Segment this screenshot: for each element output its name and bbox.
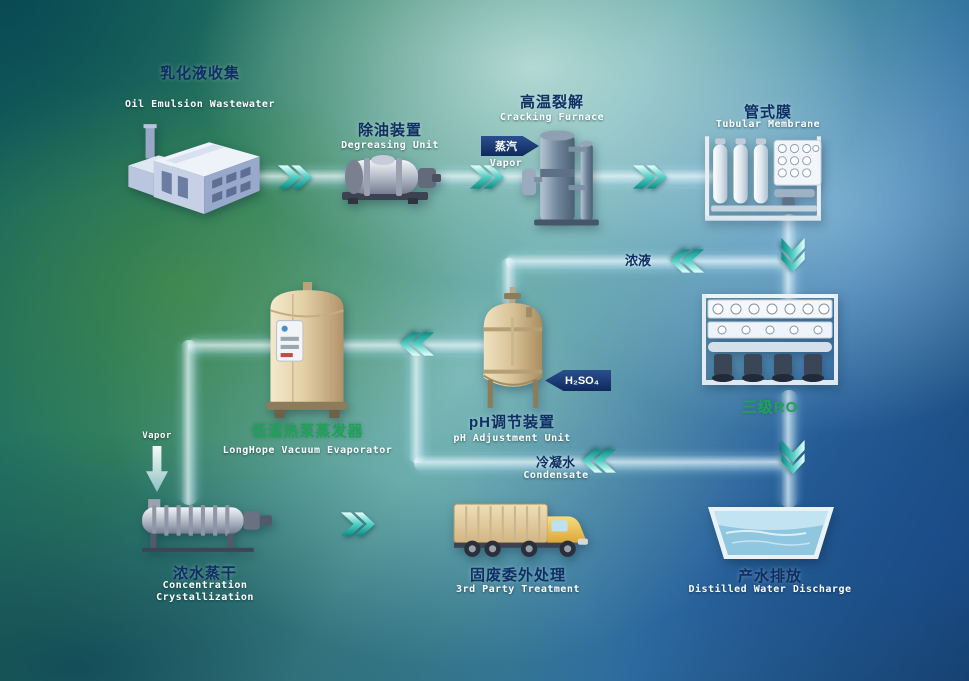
steam-label-zh: 蒸汽 [495,141,517,153]
chevron-left-icon [400,331,434,357]
furnace-label-en: Cracking Furnace [499,112,605,123]
membrane-label-zh: 管式膜 [743,104,792,121]
pipe-to-crystallizer [180,340,198,505]
crystallizer-label-zh: 浓水蒸干 [172,565,237,582]
evaporator-vapor-label-en: Vapor [142,431,172,441]
discharge-pool-illustration [705,505,837,563]
evaporator-label-en: LongHope Vacuum Evaporator [222,445,393,456]
truck-illustration [450,498,592,561]
steam-label-en: Vapor [489,158,523,169]
degreasing-label-en: Degreasing Unit [341,140,439,151]
chevron-right-icon [633,164,667,190]
condensate-label-zh: 冷凝水 [535,455,575,470]
vapor-down-arrow-icon [146,446,168,492]
steam-arrow-tag: 蒸汽 [481,136,539,156]
evaporator-illustration [262,282,352,419]
chevron-left-icon [670,248,704,274]
chevron-right-icon [278,164,312,190]
pipe-condensate-drop [408,345,426,463]
truck-label-en: 3rd Party Treatment [456,584,580,595]
ph-reactor-illustration [477,287,549,413]
pipe-concentrate [506,253,790,271]
ph-unit-label-en: pH Adjustment Unit [453,433,571,444]
tubular-membrane-illustration [703,130,825,227]
condensate-label-en: Condensate [523,470,589,481]
ro-skid-illustration [700,292,840,392]
ro-label-zh: 三级RO [741,399,799,416]
evaporator-label-zh: 低温热泵蒸发器 [251,423,364,440]
factory-building-illustration [123,110,265,216]
chevron-down-icon [780,238,806,272]
pool-label-zh: 产水排放 [737,568,802,585]
pipe-evaporator-left [188,337,273,355]
chevron-left-icon [582,448,616,474]
cracking-furnace-illustration [518,124,614,228]
truck-label-zh: 固废委外处理 [469,567,566,584]
pool-label-en: Distilled Water Discharge [688,584,852,595]
degreasing-label-zh: 除油装置 [357,122,422,139]
crystallizer-label-en-line1: Concentration [162,580,248,591]
chevron-right-icon [341,511,375,537]
membrane-label-en: Tubular Membrane [715,119,821,130]
crystallizer-label-en-line2: Crystallization [156,592,254,603]
chevron-down-icon [780,440,806,474]
ph-unit-label-zh: pH调节装置 [469,414,555,431]
degreasing-unit-illustration [333,148,445,206]
acid-arrow-tag: H₂SO₄ [545,370,611,391]
concentrate-label-zh: 浓液 [624,253,651,268]
factory-label-en: Oil Emulsion Wastewater [125,99,275,110]
chevron-right-icon [470,164,504,190]
factory-label-zh: 乳化液收集 [159,65,240,82]
furnace-label-zh: 高温裂解 [519,94,584,111]
crystallizer-illustration [138,497,275,553]
acid-formula-label: H₂SO₄ [565,374,599,387]
